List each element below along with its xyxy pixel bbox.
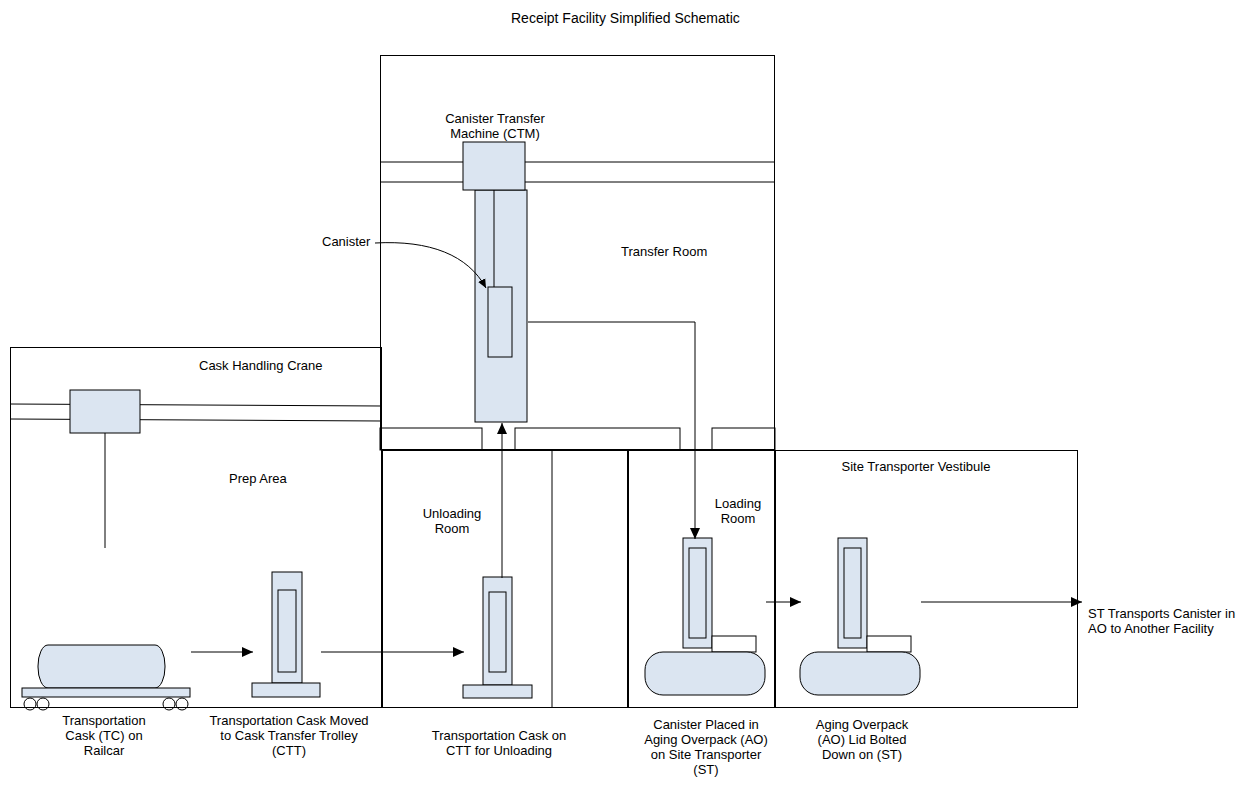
room-label: Site Transporter Vestibule: [821, 459, 1011, 474]
node-label: Canister Transfer Machine (CTM): [433, 111, 557, 141]
aging-overpack: [683, 538, 712, 648]
diagram-title: Receipt Facility Simplified Schematic: [511, 10, 740, 27]
equipment-box: Transportation Cask (TC) on Railcar: [23, 641, 191, 711]
floor-slab: [380, 428, 482, 450]
railcar-deck: [22, 688, 190, 697]
room-box: Unloading RoomTransportation Cask on CTT…: [382, 450, 628, 708]
transporter-cab: [867, 636, 911, 652]
room-label: Prep Area: [229, 471, 329, 486]
wheel: [163, 698, 175, 710]
room-label: Loading Room: [705, 496, 771, 526]
transport-cask: [483, 577, 512, 685]
canister: [689, 548, 706, 638]
canister: [489, 592, 506, 672]
transporter-cab: [712, 636, 756, 652]
cask-transfer-trolley: [463, 685, 532, 698]
node-label: ST Transports Canister in AO to Another …: [1088, 606, 1242, 636]
flow-arrow: [502, 423, 503, 578]
equipment-box: Transportation Cask on CTT for Unloading: [464, 578, 533, 699]
canister: [488, 287, 512, 357]
flow-arrow: [191, 652, 253, 653]
crawler-track: [800, 652, 920, 695]
wheel: [24, 698, 36, 710]
leader-line: [375, 243, 486, 288]
node-label: Transportation Cask on CTT for Unloading: [421, 728, 577, 758]
room-box: Loading RoomCanister Placed in Aging Ove…: [628, 450, 775, 708]
node-label: Transportation Cask Moved to Cask Transf…: [209, 713, 369, 758]
equipment-box: Canister Placed in Aging Overpack (AO) o…: [646, 539, 766, 696]
node-label: Transportation Cask (TC) on Railcar: [51, 713, 157, 758]
crane-rail: [10, 404, 382, 406]
flow-arrow: [921, 602, 1082, 603]
room-divider: [552, 450, 553, 708]
ctm-rail: [380, 182, 775, 183]
ctm-carriage: [463, 142, 525, 190]
crane-rail: [10, 419, 382, 421]
crawler-track: [645, 652, 765, 695]
crane-trolley: [70, 390, 140, 433]
equipment-box: Transportation Cask Moved to Cask Transf…: [253, 573, 321, 698]
aging-overpack: [838, 538, 867, 648]
canister: [278, 590, 296, 672]
room-label: Transfer Room: [621, 244, 731, 259]
ctm-hoist-line: [494, 190, 495, 287]
room-box: Site Transporter VestibuleAging Overpack…: [775, 450, 1078, 708]
node-label: Canister Placed in Aging Overpack (AO) o…: [637, 717, 775, 777]
room-box: Prep Area Cask Handling CraneTransportati…: [10, 347, 382, 708]
node-label: Aging Overpack (AO) Lid Bolted Down on (…: [806, 717, 918, 762]
transport-cask: [272, 572, 302, 683]
crane-hook-line: [105, 433, 106, 548]
node-label: Cask Handling Crane: [199, 358, 349, 373]
wheel: [37, 698, 49, 710]
flow-arrow: [321, 652, 464, 653]
ctm-rail: [380, 162, 775, 163]
floor-slab: [515, 428, 680, 450]
part-label: Canister: [322, 234, 382, 249]
floor-slab: [712, 428, 775, 450]
ctm-shield-column: [475, 190, 527, 422]
room-box: Transfer Room Canister Transfer Machine (…: [380, 55, 775, 450]
cask-transfer-trolley: [252, 683, 320, 697]
canister: [844, 548, 861, 638]
flow-arrow: [766, 602, 801, 603]
machine-box: Canister Transfer Machine (CTM): [464, 143, 528, 423]
crane-box: Cask Handling Crane: [71, 391, 141, 434]
flow-arrow: [528, 322, 695, 539]
wheel: [176, 698, 188, 710]
transport-cask: [38, 645, 165, 688]
destination-note: ST Transports Canister in AO to Another …: [1082, 592, 1242, 662]
equipment-box: Aging Overpack (AO) Lid Bolted Down on (…: [801, 539, 921, 696]
room-label: Unloading Room: [419, 506, 485, 536]
